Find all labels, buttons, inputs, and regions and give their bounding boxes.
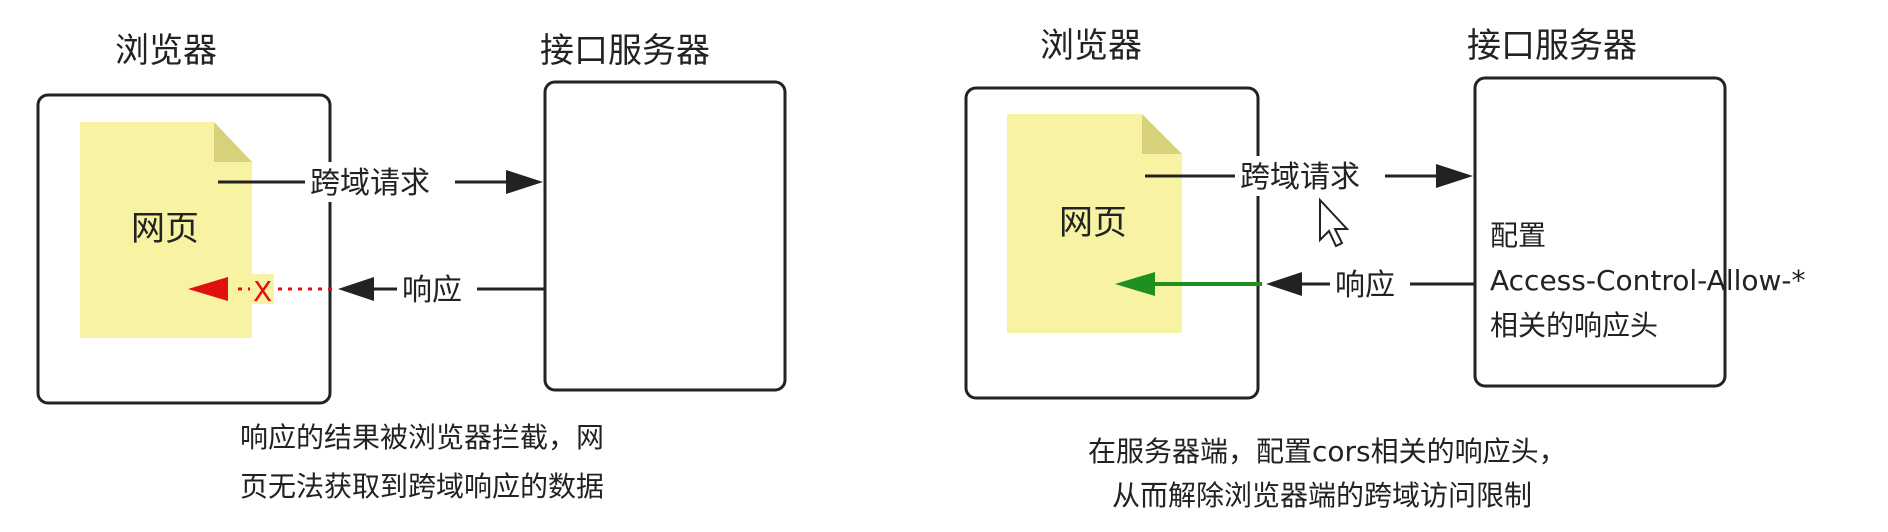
right-page-label: 网页 [1059, 203, 1127, 243]
right-caption-line1: 在服务器端，配置cors相关的响应头， [1088, 435, 1567, 468]
right-server-title: 接口服务器 [1467, 26, 1637, 66]
left-response-label: 响应 [402, 273, 462, 308]
left-browser-title: 浏览器 [115, 31, 217, 71]
right-allowed-arrowhead [1115, 272, 1155, 296]
right-response-arrowhead [1266, 272, 1302, 296]
right-request-arrowhead [1436, 164, 1473, 188]
mouse-pointer-icon [1319, 197, 1350, 248]
right-response-label: 响应 [1335, 268, 1395, 303]
left-panel: 浏览器 接口服务器 网页 跨域请求 响应 X 响应的结果被浏览器拦截，网 页无法… [36, 31, 787, 503]
left-blocked-arrowhead [188, 277, 228, 301]
left-request-label: 跨域请求 [310, 166, 430, 201]
right-panel: 浏览器 接口服务器 网页 跨域请求 响应 配置 Access-Control-A… [964, 26, 1806, 512]
right-caption-line2: 从而解除浏览器端的跨域访问限制 [1112, 479, 1532, 512]
right-browser-title: 浏览器 [1040, 26, 1142, 66]
left-server-box [543, 80, 787, 392]
left-caption-line2: 页无法获取到跨域响应的数据 [240, 470, 604, 503]
server-config-line1: 配置 [1490, 219, 1546, 252]
blocked-x-mark: X [253, 275, 272, 308]
server-config-line2: Access-Control-Allow-* [1490, 264, 1806, 297]
left-response-arrowhead [338, 277, 374, 301]
right-request-label: 跨域请求 [1240, 160, 1360, 195]
server-config-line3: 相关的响应头 [1490, 309, 1658, 342]
left-request-arrowhead [506, 170, 543, 194]
right-server-box [1473, 76, 1727, 388]
left-caption-line1: 响应的结果被浏览器拦截，网 [240, 421, 604, 454]
left-server-title: 接口服务器 [540, 31, 710, 71]
left-page-label: 网页 [131, 209, 199, 249]
